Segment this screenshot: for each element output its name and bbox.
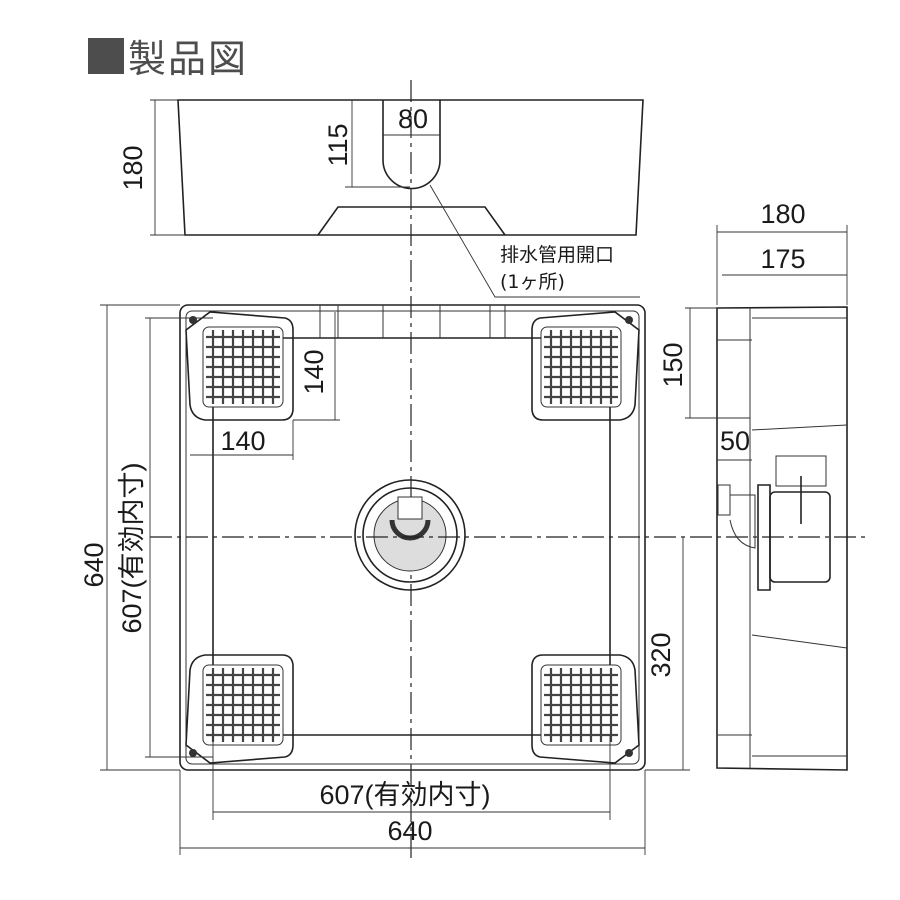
dim-drain-width: 80	[398, 104, 428, 134]
dim-side-depth-total: 180	[760, 199, 805, 229]
foot-bottom-right	[531, 654, 640, 764]
dim-foot-width: 140	[220, 426, 265, 456]
dim-side-height-150: 150	[658, 342, 688, 387]
dim-outer-width: 640	[387, 816, 432, 846]
dim-side-offset-50: 50	[720, 426, 750, 456]
foot-top-right	[531, 311, 640, 421]
page-title: 製品図	[88, 28, 248, 83]
foot-top-left	[185, 311, 294, 421]
dim-front-height: 180	[118, 145, 148, 190]
plan-view: 140 140 607(有効内寸) 640 640 607(有効内寸) 320	[79, 304, 870, 855]
front-view: 180 115 80 排水管用開口 (1ヶ所)	[118, 80, 644, 860]
foot-bottom-left	[185, 654, 294, 764]
dim-drain-height: 320	[646, 632, 676, 677]
drain-opening-label: 排水管用開口	[500, 244, 614, 266]
drain-opening-count: (1ヶ所)	[500, 271, 565, 293]
dim-inner-height: 607(有効内寸)	[117, 462, 147, 633]
side-view: 180 175 150 50	[658, 199, 848, 771]
title-text: 製品図	[128, 37, 249, 81]
dim-foot-height: 140	[299, 349, 329, 394]
dim-inner-width: 607(有効内寸)	[319, 780, 490, 810]
drain-trap	[354, 479, 466, 591]
dim-side-depth-inner: 175	[760, 244, 805, 274]
dim-outer-height: 640	[79, 542, 109, 587]
dim-drain-depth: 115	[323, 123, 353, 166]
title-square-icon	[88, 37, 124, 74]
